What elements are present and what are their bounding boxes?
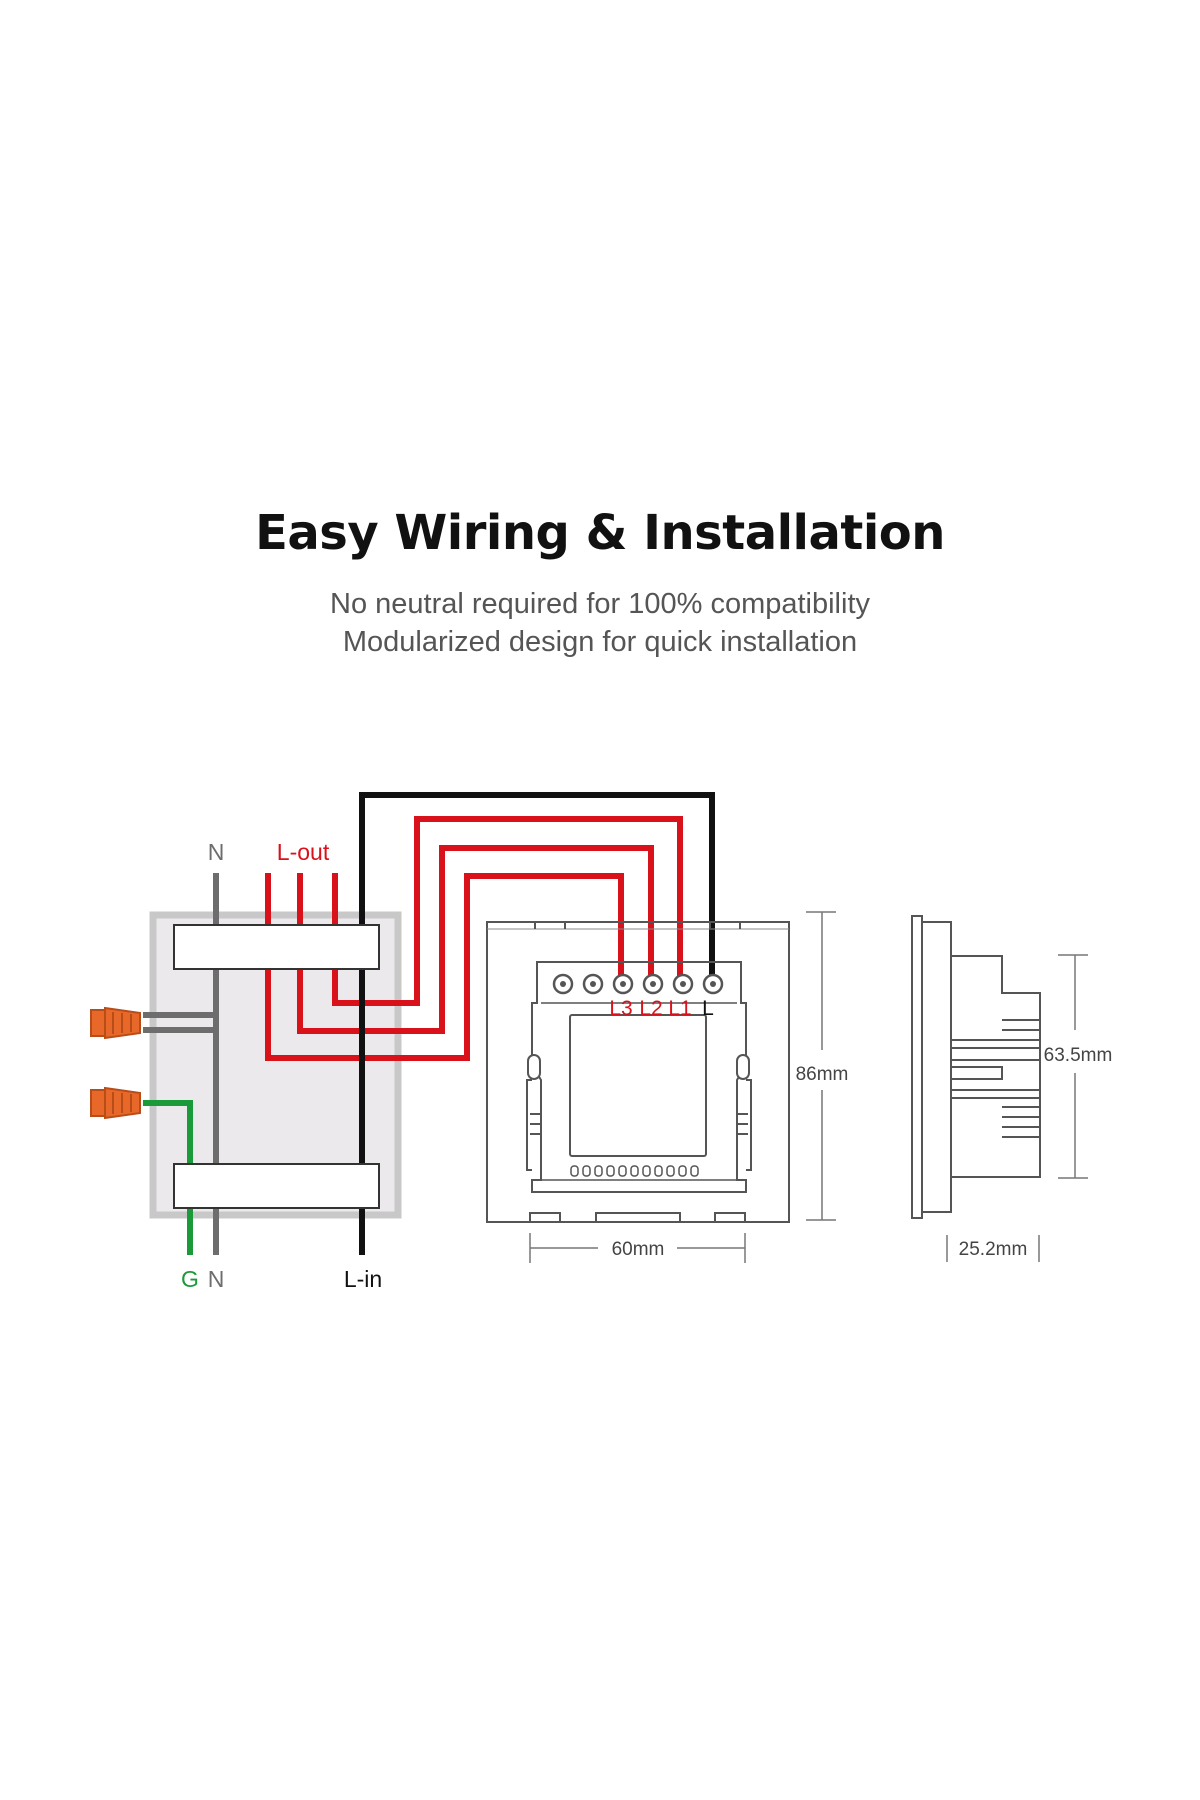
mounting-slot-left xyxy=(527,1054,541,1080)
terminal-screws xyxy=(552,973,724,995)
mounting-slots xyxy=(527,1054,750,1135)
module-bottom-pins xyxy=(570,1165,699,1177)
terminal-label-l2: L2 xyxy=(639,997,662,1020)
dimension-module-height-label: 63.5mm xyxy=(1044,1045,1113,1066)
terminal-label-l1: L1 xyxy=(668,997,691,1020)
side-view-frame xyxy=(922,921,952,1213)
dimension-width-label: 60mm xyxy=(612,1239,665,1260)
label-n-top: N xyxy=(208,839,225,865)
label-ground: G xyxy=(181,1266,199,1292)
label-l-in: L-in xyxy=(344,1266,382,1292)
wire-l-in xyxy=(359,792,715,1255)
switch-front-view xyxy=(486,921,790,1223)
label-n-bottom: N xyxy=(208,1266,225,1292)
dimension-lines-side xyxy=(946,954,1088,1262)
dimension-depth-label: 25.2mm xyxy=(959,1239,1028,1260)
mounting-slot-right xyxy=(736,1054,750,1080)
bus-bar-bottom xyxy=(173,1163,380,1209)
wire-l3 xyxy=(265,873,624,1061)
page-title: Easy Wiring & Installation xyxy=(255,505,945,561)
wire-connector-neutral xyxy=(90,1006,141,1040)
switch-module-body xyxy=(531,961,747,1193)
dimension-height-label: 86mm xyxy=(796,1064,849,1085)
subtitle-line-2: Modularized design for quick installatio… xyxy=(342,626,858,658)
subtitle-line-1: No neutral required for 100% compatibili… xyxy=(330,588,870,620)
dimension-lines-front xyxy=(529,911,836,1263)
terminal-label-l: L xyxy=(702,997,714,1020)
wire-connector-ground xyxy=(90,1086,141,1120)
switch-plate-outline xyxy=(486,921,790,1223)
bus-bar-top xyxy=(173,924,380,970)
terminal-screw-centers xyxy=(560,981,716,987)
switch-module-window xyxy=(569,1014,707,1157)
terminal-label-l3: L3 xyxy=(609,997,632,1020)
side-view-plate xyxy=(911,915,923,1219)
side-view-module xyxy=(951,955,1041,1178)
wire-l2 xyxy=(297,845,654,1034)
l-out-wires xyxy=(265,816,683,1061)
switch-side-view xyxy=(911,915,1041,1219)
label-l-out: L-out xyxy=(277,839,330,865)
wire-l1 xyxy=(332,816,683,1006)
